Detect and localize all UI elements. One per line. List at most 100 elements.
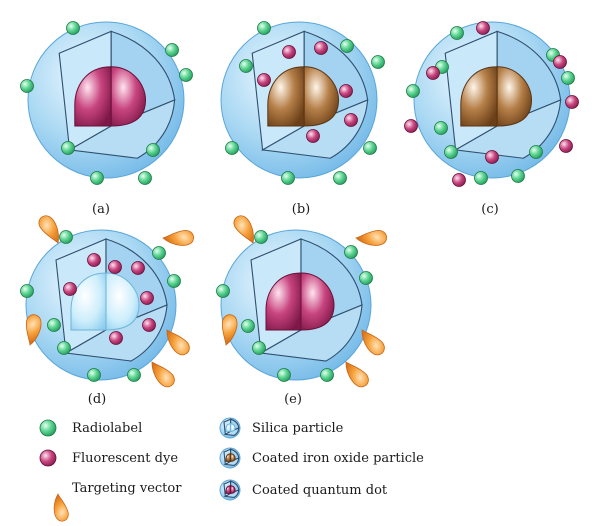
radiolabel-dot bbox=[146, 143, 160, 157]
radiolabel-dot bbox=[359, 271, 373, 285]
legend-coated-quantum-dot-label: Coated quantum dot bbox=[252, 483, 388, 498]
fluorescent-dye-dot bbox=[314, 41, 328, 55]
particle-core-front bbox=[230, 453, 236, 462]
radiolabel-dot bbox=[252, 341, 266, 355]
fluorescent-dye-dot bbox=[404, 119, 418, 133]
particle-core bbox=[267, 66, 305, 127]
radiolabel-dot bbox=[20, 79, 34, 93]
legend-coated-quantum-dot-icon bbox=[219, 479, 241, 501]
fluorescent-dye-dot bbox=[565, 95, 579, 109]
radiolabel-dot bbox=[47, 318, 61, 332]
targeting-vector bbox=[38, 215, 59, 244]
fluorescent-dye-dot bbox=[140, 291, 154, 305]
legend-coated-iron-oxide-label: Coated iron oxide particle bbox=[252, 451, 424, 466]
fluorescent-dye-dot bbox=[476, 21, 490, 35]
radiolabel-dot bbox=[254, 230, 268, 244]
panel-label-d: (d) bbox=[88, 392, 106, 407]
radiolabel-dot bbox=[511, 169, 525, 183]
fluorescent-dye-dot bbox=[108, 260, 122, 274]
nanoparticle bbox=[27, 21, 185, 179]
particle-core-front bbox=[303, 66, 340, 127]
fluorescent-dye-dot bbox=[87, 253, 101, 267]
radiolabel-dot bbox=[138, 171, 152, 185]
radiolabel-dot bbox=[239, 59, 253, 73]
radiolabel-dot bbox=[281, 171, 295, 185]
particle-core bbox=[225, 453, 232, 462]
radiolabel-dot bbox=[561, 71, 575, 85]
nanoparticle bbox=[220, 229, 372, 381]
radiolabel-dot bbox=[333, 171, 347, 185]
particle-core-front bbox=[105, 272, 140, 331]
panel-a: (a) bbox=[20, 21, 193, 217]
particle-core bbox=[225, 423, 232, 432]
radiolabel-dot bbox=[434, 121, 448, 135]
fluorescent-dye-dot bbox=[344, 113, 358, 127]
particle-core bbox=[265, 272, 302, 331]
nanoparticle bbox=[219, 479, 241, 501]
nanoparticle bbox=[413, 21, 571, 179]
radiolabel-dot bbox=[216, 284, 230, 298]
radiolabel-dot bbox=[61, 141, 75, 155]
radiolabel-dot bbox=[371, 55, 385, 69]
legend-fluorescent-dye-label: Fluorescent dye bbox=[72, 451, 178, 466]
targeting-vector bbox=[233, 215, 254, 244]
radiolabel-dot bbox=[450, 26, 464, 40]
panel-b-label: (b) bbox=[292, 202, 310, 217]
legend-silica-particle-icon bbox=[219, 417, 241, 439]
radiolabel-dot bbox=[90, 171, 104, 185]
targeting-vector bbox=[162, 230, 194, 246]
panel-b: (b) bbox=[220, 21, 385, 217]
nanoparticle bbox=[219, 447, 241, 469]
fluorescent-dye-dot bbox=[485, 150, 499, 164]
targeting-vector bbox=[355, 230, 387, 246]
fluorescent-dye-dot bbox=[39, 449, 57, 467]
radiolabel-dot bbox=[406, 84, 420, 98]
targeting-vector bbox=[345, 361, 369, 388]
fluorescent-dye-dot bbox=[559, 139, 573, 153]
radiolabel-dot bbox=[57, 341, 71, 355]
targeting-vector bbox=[25, 314, 42, 346]
radiolabel-dot bbox=[127, 368, 141, 382]
particle-core-front bbox=[300, 272, 335, 331]
fluorescent-dye-dot bbox=[142, 318, 156, 332]
panel-label-c: (c) bbox=[481, 202, 498, 217]
radiolabel-dot bbox=[66, 21, 80, 35]
particle-core bbox=[225, 485, 232, 494]
radiolabel-dot bbox=[277, 368, 291, 382]
legend-silica-particle-label: Silica particle bbox=[252, 421, 344, 436]
particle-core bbox=[460, 66, 498, 127]
fluorescent-dye-dot bbox=[282, 45, 296, 59]
fluorescent-dye-dot bbox=[426, 66, 440, 80]
panel-d: (d) bbox=[20, 215, 194, 407]
fluorescent-dye-dot bbox=[63, 282, 77, 296]
radiolabel-dot bbox=[241, 319, 255, 333]
fluorescent-dye-dot bbox=[131, 261, 145, 275]
radiolabel-dot bbox=[474, 171, 488, 185]
legend-coated-iron-oxide-icon bbox=[219, 447, 241, 469]
particle-core-front bbox=[230, 485, 236, 494]
radiolabel-dot bbox=[225, 141, 239, 155]
radiolabel-dot bbox=[320, 368, 334, 382]
radiolabel-dot bbox=[167, 274, 181, 288]
nanoparticle bbox=[219, 417, 241, 439]
particle-core bbox=[74, 66, 112, 127]
radiolabel-dot bbox=[340, 39, 354, 53]
targeting-vector bbox=[361, 329, 385, 356]
targeting-vector bbox=[151, 361, 175, 388]
fluorescent-dye-dot bbox=[553, 55, 567, 69]
fluorescent-dye-dot bbox=[257, 73, 271, 87]
radiolabel-dot bbox=[529, 145, 543, 159]
fluorescent-dye-dot bbox=[339, 84, 353, 98]
radiolabel-dot bbox=[20, 284, 34, 298]
radiolabel-dot bbox=[165, 43, 179, 57]
radiolabel-dot bbox=[39, 419, 57, 437]
nanoparticle bbox=[220, 21, 378, 179]
legend-targeting-vector-label: Targeting vector bbox=[72, 481, 182, 496]
radiolabel-dot bbox=[152, 246, 166, 260]
radiolabel-dot bbox=[179, 68, 193, 82]
fluorescent-dye-dot bbox=[452, 173, 466, 187]
particle-core-front bbox=[230, 423, 236, 432]
targeting-vector bbox=[166, 329, 190, 356]
